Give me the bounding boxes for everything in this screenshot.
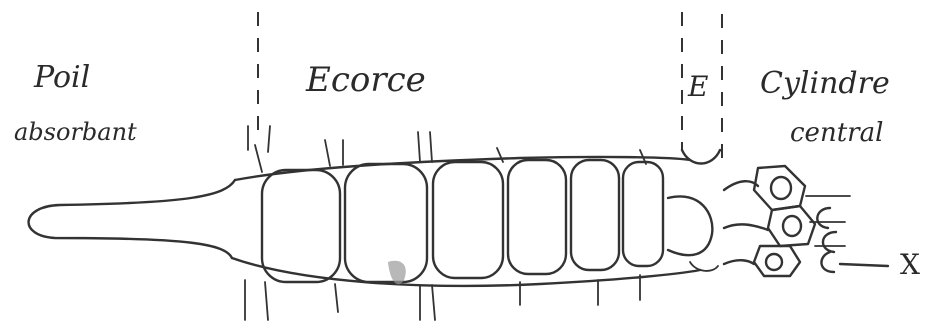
cortex-cell-3: [433, 162, 503, 278]
endoderm-cell: [668, 150, 720, 271]
cortex-cell-2: [345, 164, 427, 282]
central-cylinder-cells: [724, 166, 815, 276]
label-ecorce: Ecorce: [306, 60, 426, 100]
epidermis-top: [235, 157, 690, 180]
label-poil: Poil: [34, 60, 90, 95]
label-central: central: [790, 118, 883, 148]
cortex-cell-1: [262, 170, 340, 282]
cortex-cell-5: [571, 160, 619, 270]
pencil-smudge: [388, 261, 406, 285]
xylem-pointer-line: [840, 264, 888, 266]
cortex-cell-4: [508, 160, 566, 274]
label-absorbant: absorbant: [14, 118, 137, 146]
label-endoderme: E: [688, 70, 708, 103]
label-cylindre: Cylindre: [760, 66, 890, 101]
label-xylem-x: X: [900, 248, 920, 281]
cell-wall-extensions: [245, 126, 646, 320]
cortex-cells: [262, 160, 663, 282]
root-hair: [29, 180, 235, 258]
cortex-cell-6: [623, 162, 663, 266]
